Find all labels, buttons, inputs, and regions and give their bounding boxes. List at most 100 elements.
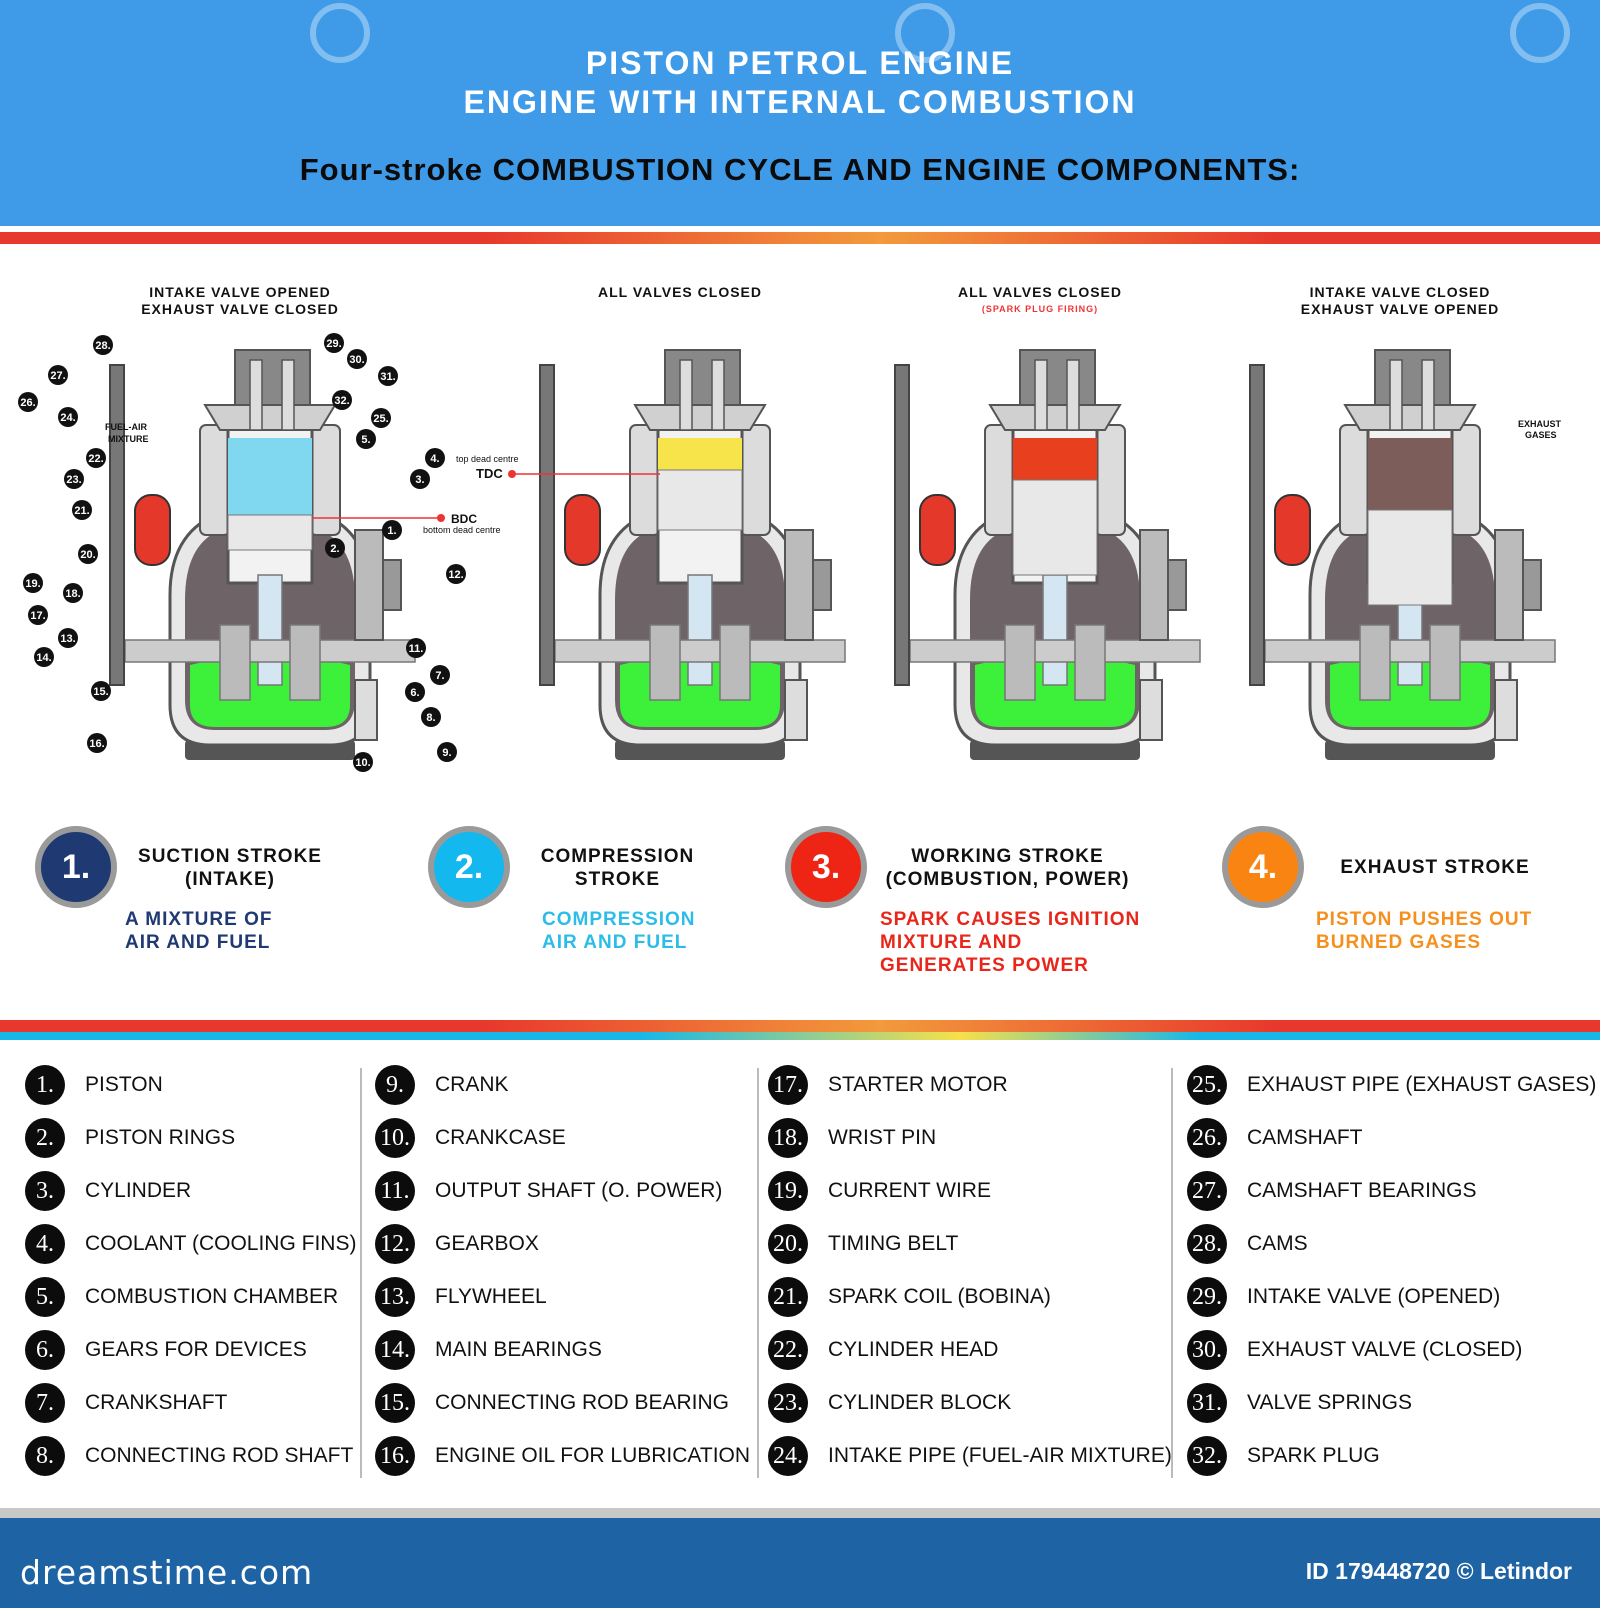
- callout-marker: [87, 733, 107, 753]
- stroke-desc-line: COMPRESSION: [542, 909, 696, 930]
- legend-label: CAMS: [1247, 1232, 1308, 1255]
- state-line: INTAKE VALVE CLOSED: [1309, 284, 1491, 300]
- callout-marker: [356, 429, 376, 449]
- divider-stripe: [0, 1020, 1600, 1032]
- callout-marker: [382, 520, 402, 540]
- legend-label: EXHAUST PIPE (EXHAUST GASES): [1247, 1073, 1597, 1096]
- legend-number-badge: 32.: [1187, 1436, 1227, 1476]
- legend-item: 21.SPARK COIL (BOBINA): [768, 1277, 1158, 1317]
- legend-label: CRANK: [435, 1073, 509, 1096]
- legend-number-badge: 6.: [25, 1330, 65, 1370]
- callout-marker: [18, 392, 38, 412]
- callout-number: 18.: [65, 588, 80, 600]
- legend-item: 12.GEARBOX: [375, 1224, 765, 1264]
- legend-label: COOLANT (COOLING FINS): [85, 1232, 357, 1255]
- legend-label: INTAKE PIPE (FUEL-AIR MIXTURE): [828, 1444, 1172, 1467]
- callout-number: 7.: [435, 670, 444, 682]
- legend-number-badge: 30.: [1187, 1330, 1227, 1370]
- legend-label: EXHAUST VALVE (CLOSED): [1247, 1338, 1523, 1361]
- engine-diagram-power: [893, 348, 1202, 762]
- bdc-marker: [437, 514, 445, 522]
- legend-number-badge: 8.: [25, 1436, 65, 1476]
- callout-marker: [28, 605, 48, 625]
- stroke-title-line: STROKE: [574, 869, 661, 890]
- watermark-spiral-icon: [310, 3, 370, 63]
- callout-marker: [421, 707, 441, 727]
- fuel-air-label: FUEL-AIR: [105, 422, 147, 432]
- legend-label: GEARBOX: [435, 1232, 539, 1255]
- legend-label: GEARS FOR DEVICES: [85, 1338, 307, 1361]
- callout-number: 2.: [330, 543, 339, 555]
- legend-label: CYLINDER HEAD: [828, 1338, 999, 1361]
- legend-label: PISTON RINGS: [85, 1126, 236, 1149]
- stroke-number-badge: 1.: [35, 826, 117, 908]
- callout-marker: [410, 469, 430, 489]
- legend-number-badge: 7.: [25, 1383, 65, 1423]
- legend-number-badge: 16.: [375, 1436, 415, 1476]
- stroke-desc-line: AIR AND FUEL: [542, 932, 688, 953]
- callout-number: 26.: [20, 397, 35, 409]
- watermark-spiral-icon: [895, 3, 955, 63]
- legend-number-badge: 26.: [1187, 1118, 1227, 1158]
- legend-number-badge: 11.: [375, 1171, 415, 1211]
- callout-number: 13.: [60, 633, 75, 645]
- legend-item: 15.CONNECTING ROD BEARING: [375, 1383, 765, 1423]
- stroke-title: WORKING STROKE (COMBUSTION, POWER): [880, 845, 1135, 891]
- callout-marker: [378, 366, 398, 386]
- fuel-air-label: MIXTURE: [108, 434, 149, 444]
- state-caption-3: ALL VALVES CLOSED (SPARK PLUG FIRING): [930, 284, 1150, 318]
- divider-stripe: [0, 232, 1600, 244]
- image-id: ID 179448720 © Letindor: [1305, 1558, 1572, 1584]
- legend-label: CYLINDER: [85, 1179, 192, 1202]
- callout-marker: [34, 647, 54, 667]
- stroke-number-badge: 2.: [428, 826, 510, 908]
- legend-label: CYLINDER BLOCK: [828, 1391, 1012, 1414]
- stroke-desc-line: PISTON PUSHES OUT: [1316, 909, 1533, 930]
- legend-item: 20.TIMING BELT: [768, 1224, 1158, 1264]
- legend-number-badge: 24.: [768, 1436, 808, 1476]
- subtitle: Four-stroke COMBUSTION CYCLE AND ENGINE …: [299, 152, 1301, 187]
- callout-marker: [437, 742, 457, 762]
- stroke-description: A MIXTURE OF AIR AND FUEL: [125, 908, 272, 954]
- tdc-description: top dead centre: [456, 454, 519, 464]
- callout-number: 22.: [88, 453, 103, 465]
- stroke-desc-line: A MIXTURE OF: [125, 909, 273, 930]
- legend-item: 5.COMBUSTION CHAMBER: [25, 1277, 415, 1317]
- divider-stripe: [0, 1032, 1600, 1040]
- callout-number: 32.: [334, 395, 349, 407]
- callout-number: 27.: [50, 370, 65, 382]
- callout-marker: [23, 573, 43, 593]
- legend-item: 24. INTAKE PIPE (FUEL-AIR MIXTURE): [768, 1436, 1172, 1476]
- callout-marker: [406, 638, 426, 658]
- stroke-desc-line: GENERATES POWER: [880, 955, 1089, 976]
- exhaust-label: GASES: [1525, 430, 1557, 440]
- state-line: EXHAUST VALVE CLOSED: [141, 301, 339, 317]
- callout-marker: [78, 544, 98, 564]
- exhaust-label: EXHAUST: [1518, 419, 1562, 429]
- legend-number-badge: 21.: [768, 1277, 808, 1317]
- legend-number-badge: 14.: [375, 1330, 415, 1370]
- legend-item: 31.VALVE SPRINGS: [1187, 1383, 1577, 1423]
- legend-item: 10.CRANKCASE: [375, 1118, 765, 1158]
- legend-label: FLYWHEEL: [435, 1285, 547, 1308]
- footer-divider: [0, 1508, 1600, 1518]
- legend-number-badge: 9.: [375, 1065, 415, 1105]
- bdc-description: bottom dead centre: [423, 525, 501, 535]
- intake-mixture: [228, 438, 312, 515]
- legend-number-badge: 2.: [25, 1118, 65, 1158]
- callout-marker: [371, 408, 391, 428]
- callout-number: 17.: [30, 610, 45, 622]
- callout-number: 8.: [426, 712, 435, 724]
- legend-label: COMBUSTION CHAMBER: [85, 1285, 339, 1308]
- legend-label: CONNECTING ROD SHAFT: [85, 1444, 354, 1467]
- callout-number: 30.: [349, 354, 364, 366]
- legend-number-badge: 3.: [25, 1171, 65, 1211]
- combustion-gases: [1013, 438, 1097, 480]
- callout-marker: [332, 390, 352, 410]
- legend-number-badge: 17.: [768, 1065, 808, 1105]
- callout-marker: [405, 682, 425, 702]
- stroke-description: PISTON PUSHES OUT BURNED GASES: [1316, 908, 1532, 954]
- callout-number: 24.: [60, 412, 75, 424]
- tdc-label: TDC: [476, 466, 503, 481]
- stroke-title-line: COMPRESSION: [540, 846, 695, 867]
